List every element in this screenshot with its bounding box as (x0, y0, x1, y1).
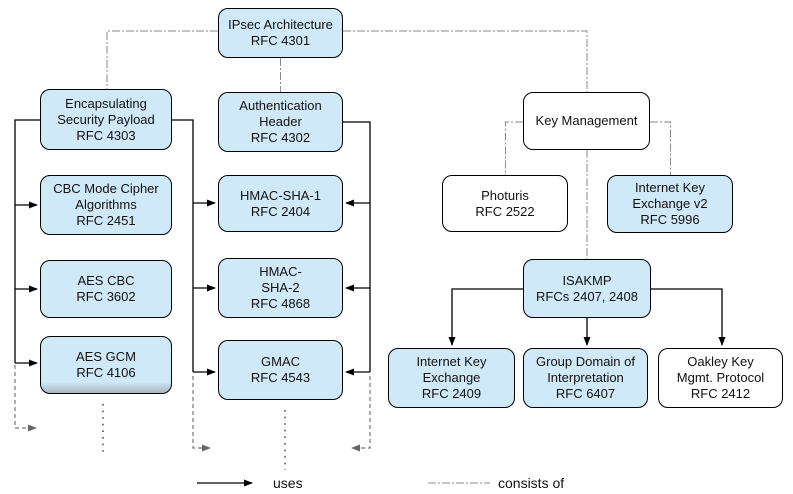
consists-of-connectors (106, 30, 671, 259)
node-aes-gcm: AES GCM RFC 4106 (40, 336, 172, 394)
node-photuris: Photuris RFC 2522 (442, 175, 568, 232)
legend-consists-of-label: consists of (498, 475, 565, 491)
node-oakley-key-mgmt-protocol: Oakley Key Mgmt. Protocol RFC 2412 (658, 348, 783, 408)
ellipsis-dots (102, 404, 286, 470)
node-encapsulating-security-payload: Encapsulating Security Payload RFC 4303 (40, 89, 172, 150)
legend-uses-label: uses (273, 475, 303, 491)
node-cbc-mode-cipher-algorithms: CBC Mode Cipher Algorithms RFC 2451 (40, 175, 172, 235)
node-group-domain-of-interpretation: Group Domain of Interpretation RFC 6407 (523, 348, 648, 408)
node-internet-key-exchange: Internet Key Exchange RFC 2409 (388, 348, 515, 408)
node-aes-cbc: AES CBC RFC 3602 (40, 260, 172, 318)
node-hmac-sha-2: HMAC- SHA-2 RFC 4868 (218, 258, 343, 318)
node-gmac: GMAC RFC 4543 (218, 340, 343, 400)
node-internet-key-exchange-v2: Internet Key Exchange v2 RFC 5996 (607, 175, 733, 233)
node-hmac-sha-1: HMAC-SHA-1 RFC 2404 (218, 175, 343, 232)
uses-connectors (14, 119, 726, 376)
node-isakmp: ISAKMP RFCs 2407, 2408 (523, 259, 651, 318)
node-authentication-header: Authentication Header RFC 4302 (218, 92, 343, 152)
node-key-management: Key Management (523, 92, 650, 150)
continuation-arrows (14, 365, 371, 452)
node-ipsec-architecture: IPsec Architecture RFC 4301 (218, 8, 343, 58)
